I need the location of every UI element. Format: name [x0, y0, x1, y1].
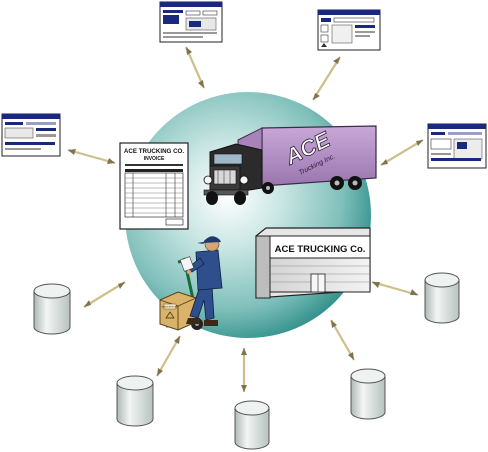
app-window-icon — [1, 113, 61, 157]
invoice-company: ACE TRUCKING CO. — [124, 148, 184, 155]
bidirectional-arrow-icon — [156, 335, 181, 377]
app-window-icon — [159, 1, 223, 43]
app-window-icon — [427, 123, 487, 169]
bidirectional-arrow-icon — [312, 56, 341, 101]
connector-arrows — [67, 46, 424, 392]
truck-icon: ACE Trucking Inc. — [203, 125, 377, 205]
invoice-title: INVOICE — [144, 156, 165, 162]
bidirectional-arrow-icon — [241, 348, 247, 392]
database-cylinder-icon — [234, 400, 270, 450]
bidirectional-arrow-icon — [184, 46, 206, 89]
bidirectional-arrow-icon — [67, 148, 116, 165]
database-cylinder-icon — [424, 272, 460, 324]
bidirectional-arrow-icon — [330, 319, 355, 361]
database-cylinder-icon — [116, 375, 154, 427]
bidirectional-arrow-icon — [380, 139, 424, 166]
app-window-icon — [317, 9, 381, 51]
bidirectional-arrow-icon — [83, 281, 126, 308]
worker-icon — [179, 236, 223, 326]
database-cylinder-icon — [350, 368, 386, 420]
invoice-icon: ACE TRUCKING CO. INVOICE — [119, 142, 189, 230]
package-box-icon: HANDLE WITH CARE — [159, 291, 197, 331]
database-cylinder-icon — [33, 283, 71, 335]
warehouse-icon: ACE TRUCKING Co. — [255, 227, 371, 299]
bidirectional-arrow-icon — [371, 280, 419, 297]
box-label: HANDLE WITH CARE — [162, 306, 180, 309]
warehouse-sign: ACE TRUCKING Co. — [275, 244, 366, 255]
